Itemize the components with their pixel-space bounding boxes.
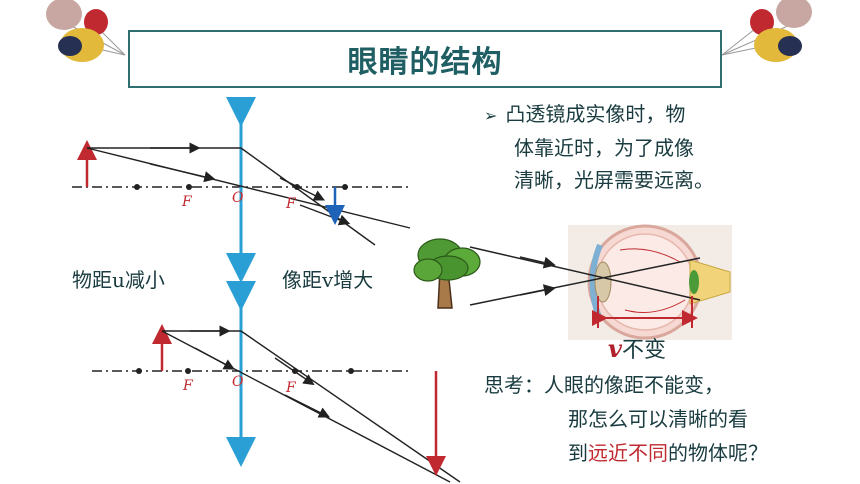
question-line-2: 那怎么可以清晰的看 bbox=[568, 407, 748, 431]
question-line-1: 思考：人眼的像距不能变， bbox=[484, 373, 724, 397]
object-distance-label: 物距u减小 bbox=[72, 268, 165, 292]
center-label-bottom: O bbox=[232, 374, 244, 390]
bullet-line-2: 体靠近时，为了成像 bbox=[514, 136, 694, 160]
question-line-3-suffix: 的物体呢？ bbox=[668, 441, 768, 465]
image-distance-label: 像距v增大 bbox=[282, 268, 374, 292]
focus-label-right-bottom: F bbox=[285, 380, 297, 396]
question-highlight-different: 不同 bbox=[628, 441, 668, 465]
title-box: 眼睛的结构 bbox=[128, 30, 722, 88]
question-block: 思考：人眼的像距不能变， 那怎么可以清晰的看 到远近不同的物体呢？ bbox=[484, 368, 768, 470]
center-label-top: O bbox=[232, 190, 244, 206]
tree-to-eye-rays bbox=[469, 246, 701, 306]
question-line-3: 到远近不同的物体呢？ bbox=[484, 436, 768, 470]
focus-label-left-top: F bbox=[181, 194, 193, 210]
eye-illustration bbox=[568, 224, 732, 340]
page-title: 眼睛的结构 bbox=[347, 45, 503, 80]
balloon-decoration-left bbox=[46, 0, 126, 62]
v-symbol: v bbox=[608, 334, 622, 363]
bullet-marker: ➢ bbox=[484, 106, 498, 125]
eye-image-distance bbox=[592, 296, 698, 328]
balloon-decoration-right bbox=[721, 0, 812, 62]
focus-label-left-bottom: F bbox=[182, 378, 194, 394]
v-unchanged-label: v不变 bbox=[608, 332, 666, 364]
question-line-3-prefix: 到 bbox=[568, 441, 588, 465]
lens-diagram-bottom bbox=[92, 281, 461, 483]
v-text: 不变 bbox=[621, 338, 666, 363]
bullet-line-3: 清晰，光屏需要远离。 bbox=[514, 168, 714, 192]
lens-diagram-top bbox=[72, 97, 412, 283]
bullet-note: ➢ 凸透镜成实像时，物 体靠近时，为了成像 清晰，光屏需要远离。 bbox=[484, 98, 714, 196]
tree-illustration bbox=[413, 238, 481, 309]
question-highlight-far-near: 远近 bbox=[588, 441, 628, 465]
focus-label-right-top: F bbox=[285, 196, 297, 212]
bullet-line-1: 凸透镜成实像时，物 bbox=[505, 102, 686, 126]
